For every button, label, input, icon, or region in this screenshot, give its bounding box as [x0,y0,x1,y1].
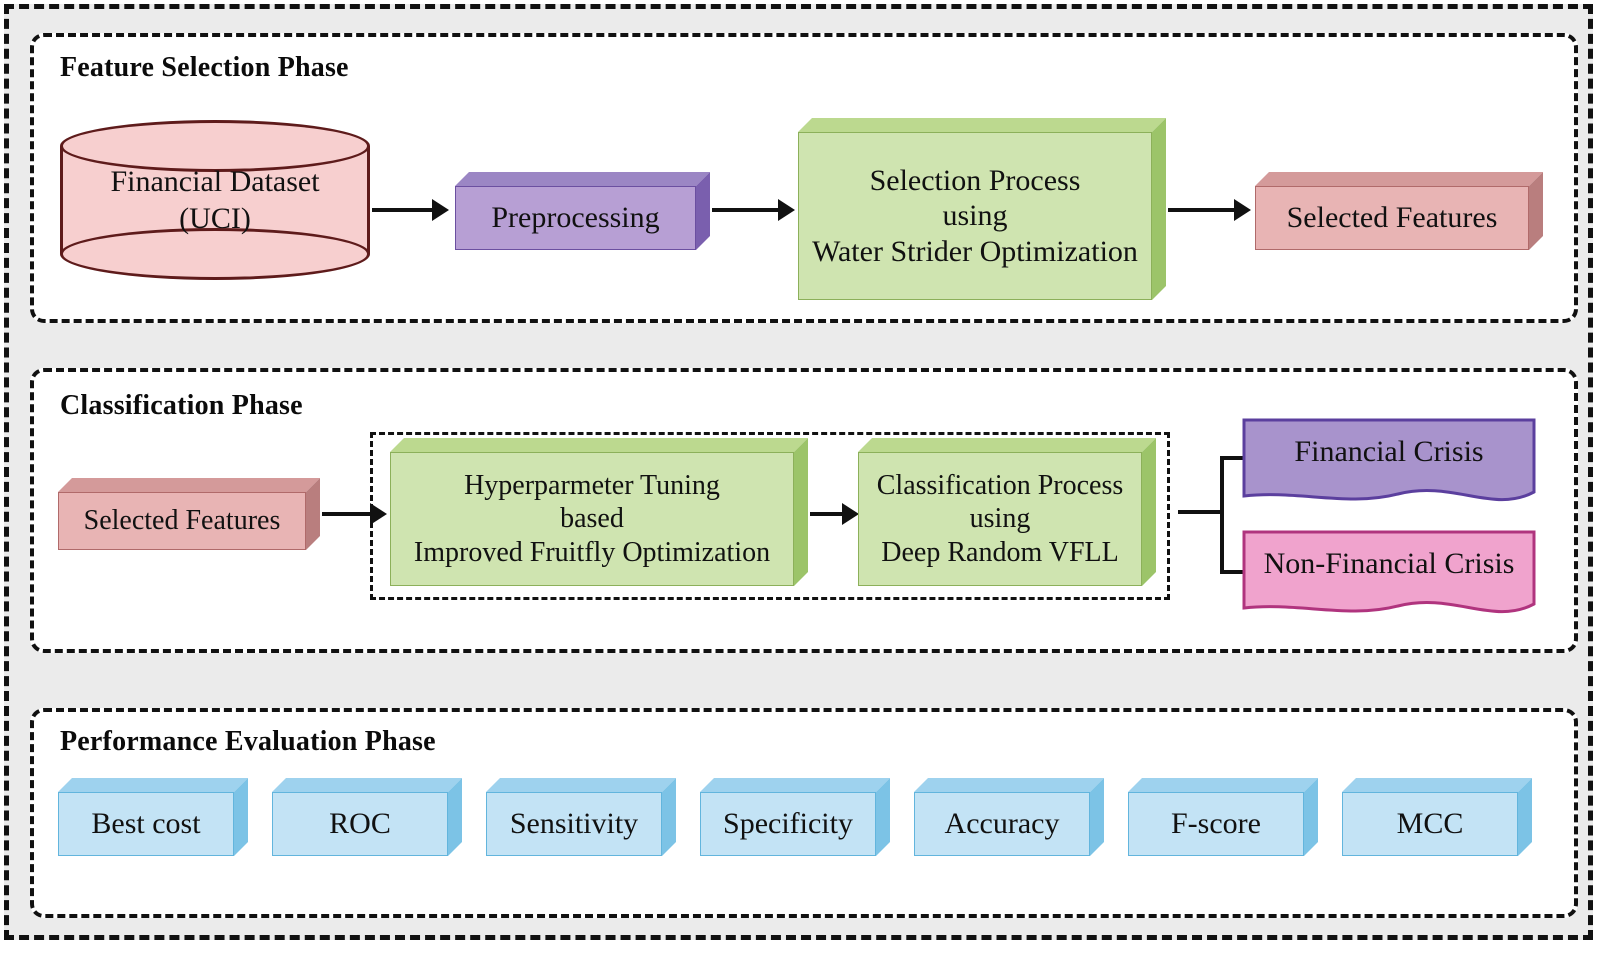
metric-sensitivity-label: Sensitivity [486,792,662,856]
connector-split-stem [1178,510,1224,514]
non-financial-crisis-shape [1242,530,1536,614]
node-non-financial-crisis-label: Non-Financial Crisis [1263,547,1515,581]
connector-preprocessing-to-selection [712,208,780,212]
financial-dataset-line-1: Financial Dataset [110,164,320,198]
node-financial-dataset-label: Financial Dataset (UCI) [60,120,370,280]
node-preprocessing-label: Preprocessing [455,186,696,250]
selection-process-line-3: Water Strider Optimization [812,234,1138,268]
tuning-line-3: Improved Fruitfly Optimization [413,536,771,568]
financial-crisis-shape [1242,418,1536,502]
node-hyperparameter-tuning: Hyperparmeter Tuning based Improved Frui… [390,438,808,586]
connector-selected-to-tuning [322,512,372,516]
node-selection-process-label: Selection Process using Water Strider Op… [798,132,1152,300]
node-hyperparameter-tuning-label: Hyperparmeter Tuning based Improved Frui… [390,452,794,586]
metric-specificity: Specificity [700,778,890,856]
arrowhead-tuning-to-classification [842,503,859,525]
financial-dataset-line-2: (UCI) [179,202,251,235]
metric-roc-label: ROC [272,792,448,856]
phase-title-performance-evaluation: Performance Evaluation Phase [60,726,436,757]
metric-f-score-label: F-score [1128,792,1304,856]
node-financial-dataset: Financial Dataset (UCI) [60,120,370,280]
node-preprocessing: Preprocessing [455,172,710,250]
tuning-line-1: Hyperparmeter Tuning [464,470,720,502]
node-selected-features: Selected Features [1255,172,1543,250]
metric-best-cost-label: Best cost [58,792,234,856]
node-financial-crisis-label: Financial Crisis [1294,435,1484,469]
node-financial-crisis: Financial Crisis [1238,418,1540,510]
metric-mcc-label: MCC [1342,792,1518,856]
metric-roc: ROC [272,778,462,856]
arrowhead-dataset-to-preprocessing [432,199,449,221]
cylinder-bottom [60,228,370,280]
arrowhead-selection-to-selected-features [1234,199,1251,221]
classification-line-3: Deep Random VFLL [881,536,1119,568]
connector-tuning-to-classification [810,512,848,516]
arrowhead-preprocessing-to-selection [778,199,795,221]
metric-f-score: F-score [1128,778,1318,856]
classification-line-2: using [969,503,1031,535]
connector-dataset-to-preprocessing [372,208,434,212]
phase-title-classification: Classification Phase [60,390,303,421]
connector-split-vertical [1220,456,1224,574]
subgroup-dashed-container [370,432,1170,600]
node-selection-process: Selection Process using Water Strider Op… [798,118,1166,300]
selection-process-line-1: Selection Process [869,163,1081,197]
node-classification-process: Classification Process using Deep Random… [858,438,1156,586]
tuning-line-2: based [560,503,624,535]
metric-sensitivity: Sensitivity [486,778,676,856]
metric-accuracy: Accuracy [914,778,1104,856]
cylinder-top [60,120,370,172]
node-non-financial-crisis: Non-Financial Crisis [1238,530,1540,622]
node-selected-features-2-label: Selected Features [58,492,306,550]
classification-line-1: Classification Process [876,470,1124,502]
connector-selection-to-selected-features [1168,208,1236,212]
node-selected-features-2: Selected Features [58,478,320,550]
phase-title-feature-selection: Feature Selection Phase [60,52,349,83]
metric-mcc: MCC [1342,778,1532,856]
metric-specificity-label: Specificity [700,792,876,856]
node-selected-features-label: Selected Features [1255,186,1529,250]
metric-best-cost: Best cost [58,778,248,856]
node-classification-process-label: Classification Process using Deep Random… [858,452,1142,586]
arrowhead-selected-to-tuning [370,503,387,525]
selection-process-line-2: using [942,199,1008,233]
metric-accuracy-label: Accuracy [914,792,1090,856]
